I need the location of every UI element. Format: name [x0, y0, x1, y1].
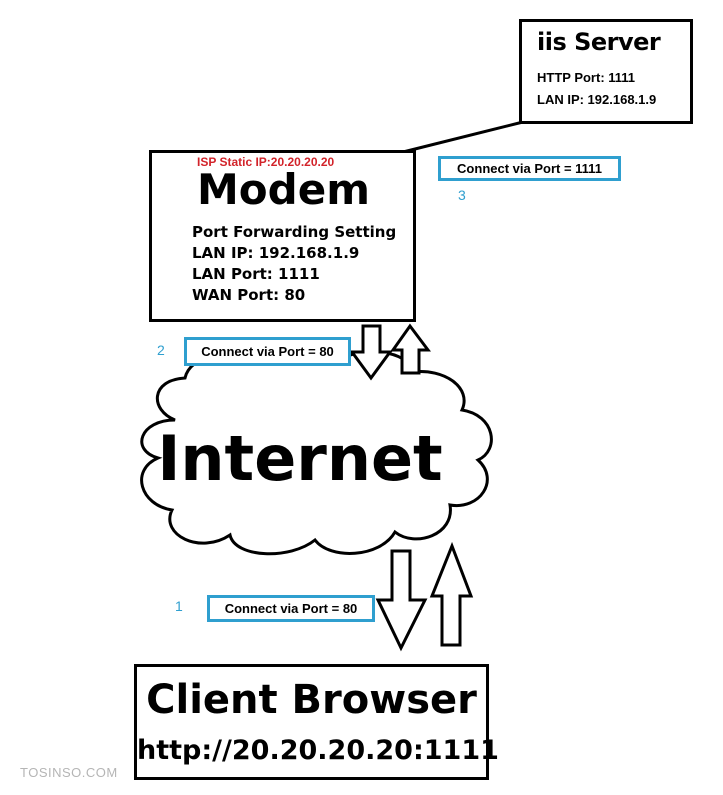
modem-box: ISP Static IP:20.20.20.20 Modem Port For…: [149, 150, 416, 322]
watermark: TOSINSO.COM: [20, 765, 118, 780]
iis-lan-ip: LAN IP: 192.168.1.9: [537, 92, 657, 107]
step-1-number: 1: [175, 598, 183, 614]
step-2-label: Connect via Port = 80: [184, 337, 351, 366]
arrow-up-client: [429, 541, 474, 647]
modem-lan-port: LAN Port: 1111: [192, 265, 320, 283]
iis-server-box: iis Server HTTP Port: 1111 LAN IP: 192.1…: [519, 19, 693, 124]
modem-title: Modem: [197, 165, 370, 214]
client-url: http://20.20.20.20:1111: [137, 735, 499, 766]
modem-lan-ip: LAN IP: 192.168.1.9: [192, 244, 360, 262]
arrow-up-modem: [390, 323, 431, 375]
client-browser-title: Client Browser: [146, 677, 477, 723]
modem-server-connector: [402, 120, 524, 154]
modem-wan-port: WAN Port: 80: [192, 286, 306, 304]
arrow-down-client: [375, 549, 428, 652]
internet-label: Internet: [157, 422, 443, 495]
step-1-label: Connect via Port = 80: [207, 595, 375, 622]
iis-http-port: HTTP Port: 1111: [537, 70, 636, 85]
arrow-down-modem: [349, 324, 393, 381]
port-forwarding-setting: Port Forwarding Setting: [192, 223, 397, 241]
step-2-number: 2: [157, 342, 165, 358]
isp-static-ip: ISP Static IP:20.20.20.20: [197, 155, 335, 169]
client-browser-box: Client Browser http://20.20.20.20:1111: [134, 664, 499, 780]
iis-server-title: iis Server: [537, 28, 661, 56]
step-3-label: Connect via Port = 1111: [438, 156, 621, 181]
step-3-number: 3: [458, 187, 466, 203]
